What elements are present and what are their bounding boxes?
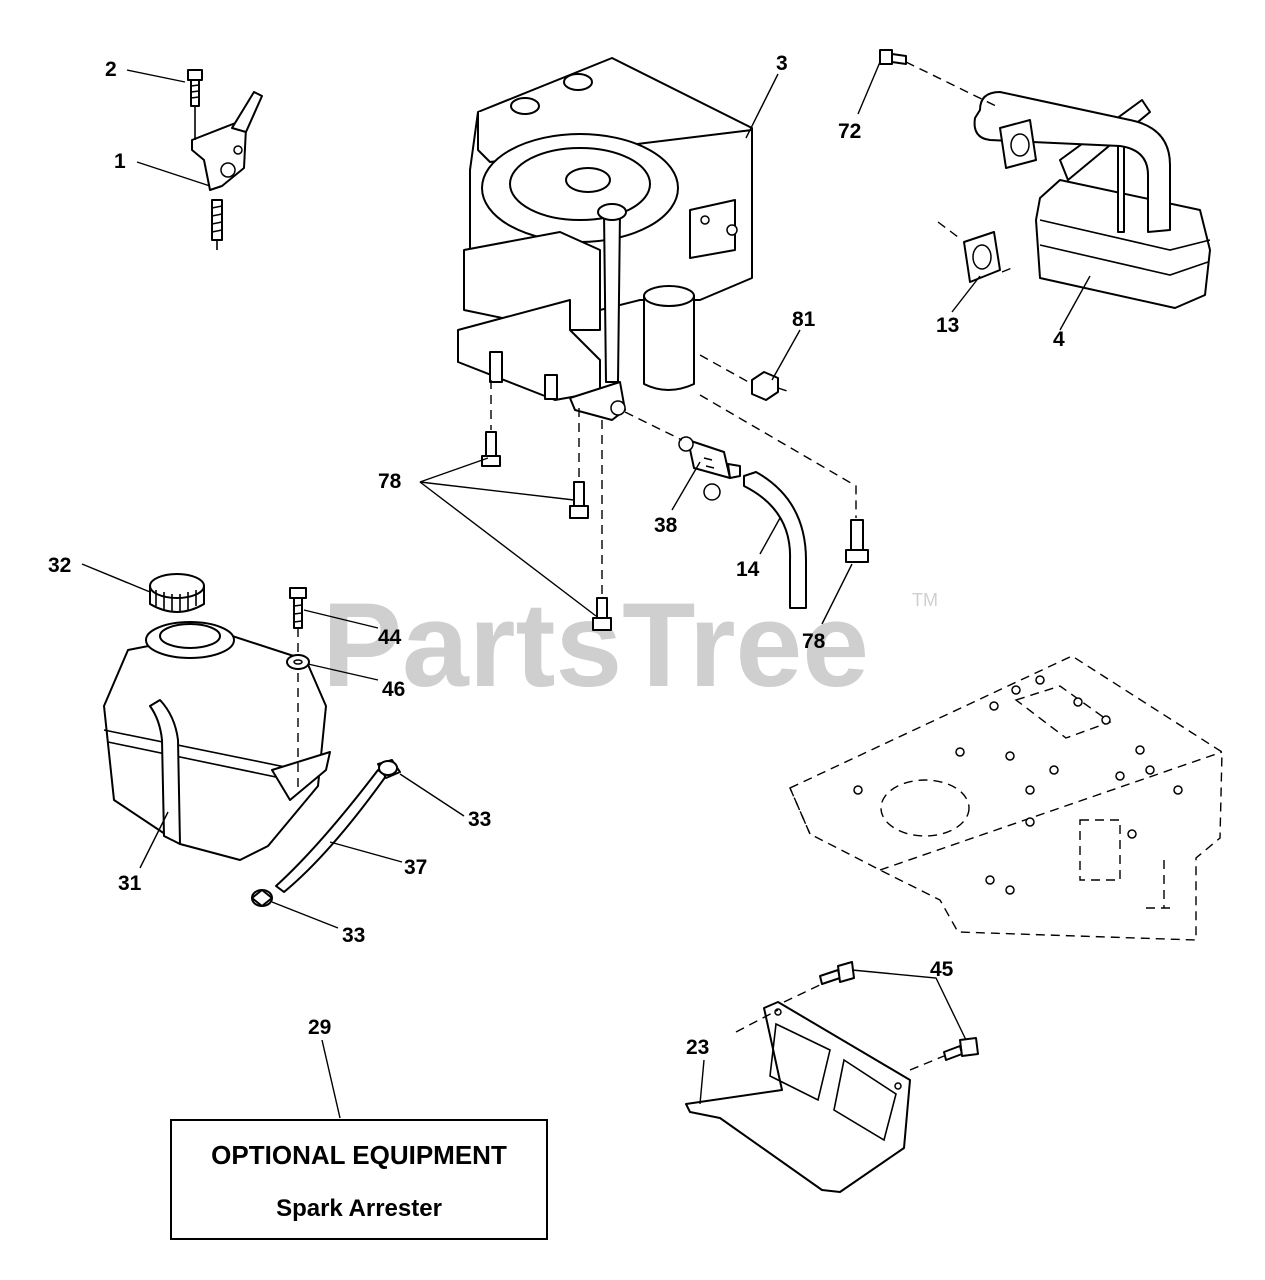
engine — [457, 57, 753, 421]
exhaust-bolt — [879, 49, 1001, 109]
fuel-tank — [103, 621, 331, 861]
watermark-text: PartsTree — [322, 578, 869, 712]
callout-31: 31 — [118, 872, 142, 895]
callout-labels: 2 1 3 72 13 4 81 78 38 14 78 32 44 46 33… — [48, 52, 1065, 1059]
callout-2: 2 — [105, 58, 117, 81]
callout-29: 29 — [308, 1016, 331, 1039]
tank-screw — [289, 587, 307, 790]
tank-washer — [286, 654, 310, 670]
callout-23: 23 — [686, 1036, 709, 1059]
nut-81 — [699, 354, 791, 401]
heat-shield-screws — [783, 961, 979, 1071]
callout-13: 13 — [936, 314, 959, 337]
fuel-hose — [743, 471, 807, 609]
optional-equipment-subtitle: Spark Arrester — [276, 1195, 442, 1222]
callout-14: 14 — [736, 558, 760, 581]
callout-38: 38 — [654, 514, 678, 537]
callout-44: 44 — [378, 626, 402, 649]
frame-plate — [789, 655, 1223, 941]
callout-1: 1 — [114, 150, 126, 173]
callout-32: 32 — [48, 554, 71, 577]
hose-clamp-lower — [251, 889, 273, 907]
callout-33-lower: 33 — [342, 924, 365, 947]
callout-78-left: 78 — [378, 470, 402, 493]
callout-78-right: 78 — [802, 630, 826, 653]
callout-33-upper: 33 — [468, 808, 491, 831]
optional-equipment-box: OPTIONAL EQUIPMENT Spark Arrester — [170, 1119, 548, 1240]
heat-shield — [685, 1001, 911, 1193]
callout-46: 46 — [382, 678, 405, 701]
callout-45: 45 — [930, 958, 954, 981]
optional-equipment-title: OPTIONAL EQUIPMENT — [211, 1140, 507, 1170]
callout-37: 37 — [404, 856, 427, 879]
fuel-cap — [149, 573, 205, 613]
screw-2 — [187, 69, 203, 140]
exhaust-gasket — [937, 221, 1013, 283]
throttle-control-bracket — [191, 91, 263, 250]
muffler — [973, 91, 1211, 309]
hose-clamp-upper — [377, 759, 401, 779]
callout-4: 4 — [1053, 328, 1065, 351]
watermark-trademark: TM — [912, 590, 938, 610]
partstree-watermark: PartsTree TM — [322, 578, 938, 712]
leader-lines — [81, 61, 1091, 1119]
callout-81: 81 — [792, 308, 816, 331]
callout-3: 3 — [776, 52, 788, 75]
fuel-filter — [624, 411, 741, 501]
callout-72: 72 — [838, 120, 861, 143]
